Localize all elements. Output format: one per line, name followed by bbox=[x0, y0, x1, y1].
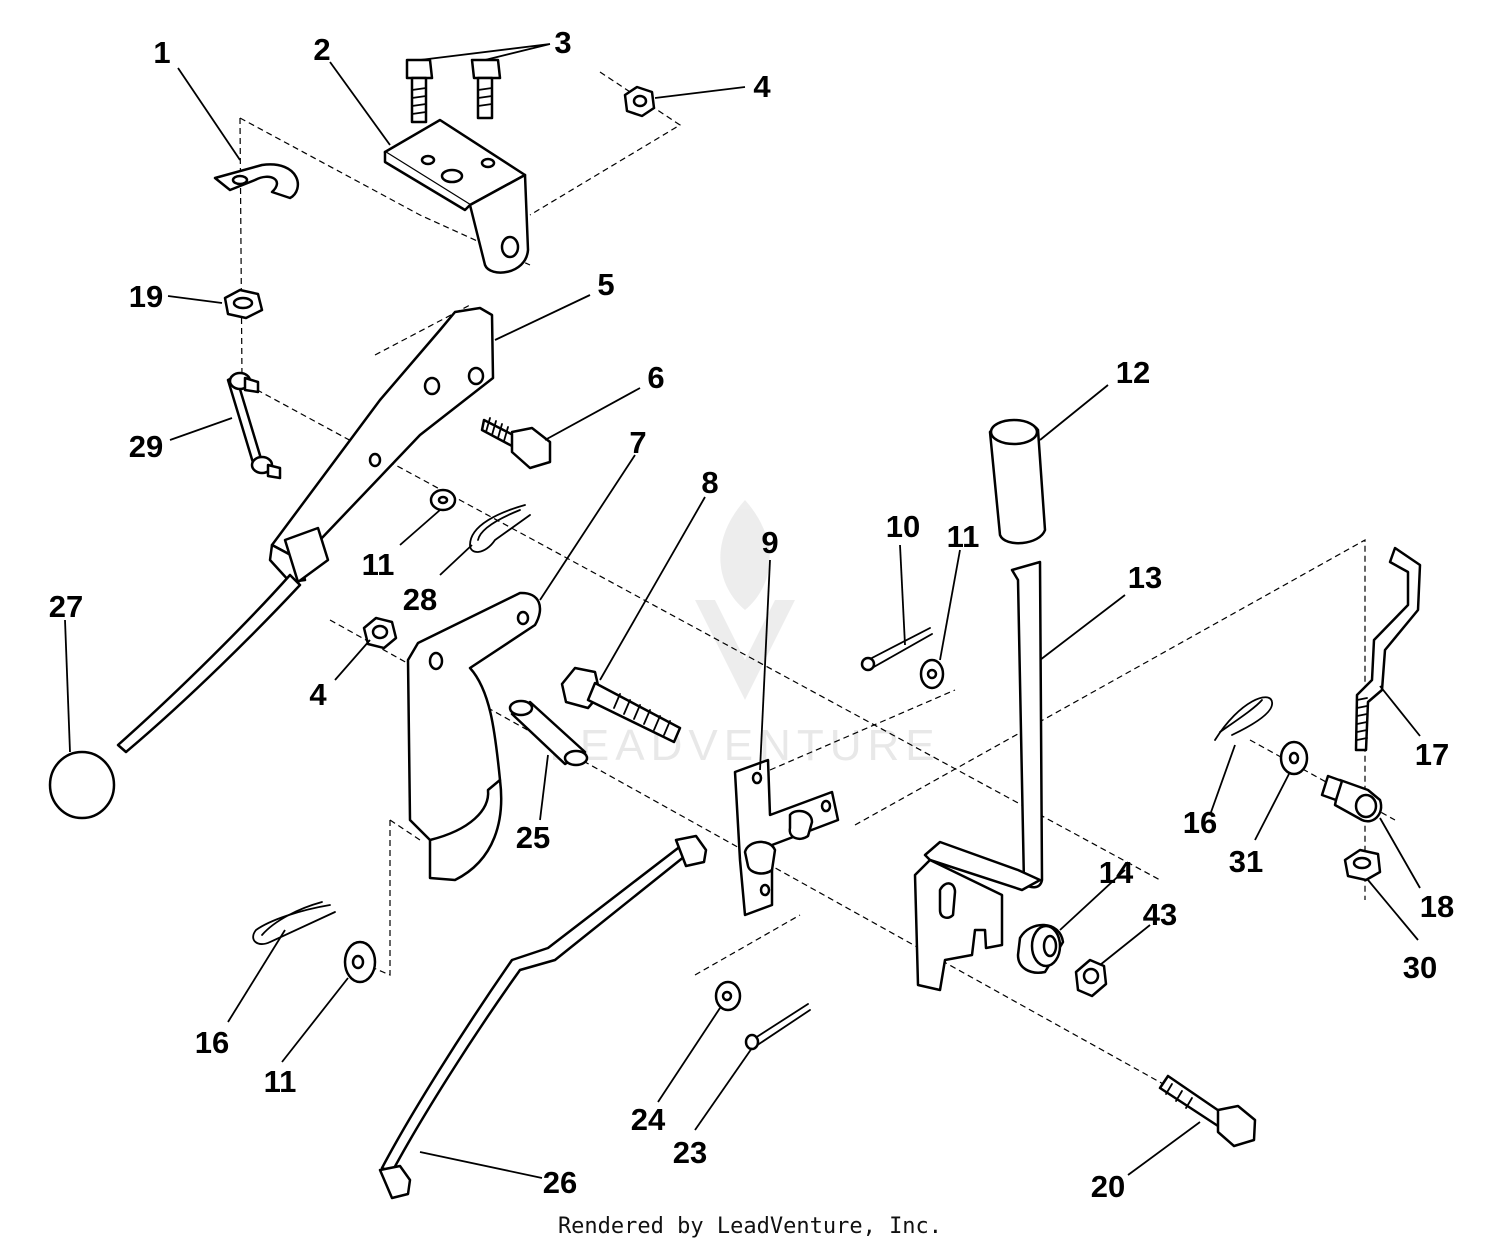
assembly-lines bbox=[239, 71, 1396, 1086]
part-5-lever-arm bbox=[268, 306, 495, 584]
part-11-washer-left bbox=[429, 488, 457, 512]
leader-lines bbox=[64, 43, 1421, 1179]
part-43-nut bbox=[1074, 958, 1108, 998]
callout-13: 13 bbox=[1128, 560, 1162, 595]
part-2-bracket bbox=[383, 118, 530, 274]
part-25-spacer bbox=[508, 699, 589, 767]
callout-20: 20 bbox=[1091, 1169, 1125, 1204]
watermark-text: LEADVENTURE bbox=[549, 721, 940, 770]
callout-numbers: 1 2 3 4 4 5 6 7 8 9 10 11 11 11 12 13 14… bbox=[49, 25, 1454, 1204]
part-23-cotter-pin bbox=[744, 1003, 811, 1051]
callout-16-right: 16 bbox=[1183, 805, 1217, 840]
callout-19: 19 bbox=[129, 279, 163, 314]
callout-8: 8 bbox=[701, 465, 718, 500]
callout-24: 24 bbox=[631, 1102, 666, 1137]
callout-16-left: 16 bbox=[195, 1025, 229, 1060]
callout-28: 28 bbox=[403, 582, 437, 617]
callout-23: 23 bbox=[673, 1135, 707, 1170]
callout-17: 17 bbox=[1415, 737, 1449, 772]
callout-11-left: 11 bbox=[362, 547, 395, 582]
callout-29: 29 bbox=[129, 429, 163, 464]
callout-3: 3 bbox=[554, 25, 571, 60]
callout-5: 5 bbox=[597, 267, 614, 302]
callout-11-right: 11 bbox=[947, 519, 980, 554]
part-27-knob-rod bbox=[48, 573, 302, 820]
part-4-nut-top bbox=[623, 85, 656, 118]
callout-1: 1 bbox=[153, 35, 170, 70]
callout-14: 14 bbox=[1099, 855, 1134, 890]
callout-18: 18 bbox=[1420, 889, 1454, 924]
part-18-swivel bbox=[1320, 774, 1383, 823]
part-24-washer bbox=[714, 980, 742, 1012]
part-29-link bbox=[226, 371, 282, 480]
callout-4-top: 4 bbox=[753, 69, 771, 104]
part-8-long-bolt bbox=[560, 666, 682, 744]
part-16-hairpin-right bbox=[1214, 696, 1273, 741]
part-6-bolt bbox=[480, 417, 552, 470]
part-11-washer-right bbox=[919, 658, 945, 690]
part-10-cotter-pin bbox=[860, 627, 933, 672]
part-1-clip bbox=[213, 163, 299, 200]
callout-12: 12 bbox=[1116, 355, 1150, 390]
part-17-rod bbox=[1354, 546, 1422, 752]
part-13-lever bbox=[913, 560, 1044, 992]
callout-9: 9 bbox=[761, 525, 778, 560]
callout-25: 25 bbox=[516, 820, 550, 855]
part-11-washer-bottom bbox=[343, 940, 377, 984]
part-26-long-rod bbox=[378, 834, 708, 1200]
part-4-nut-mid bbox=[362, 616, 398, 650]
callout-43: 43 bbox=[1143, 897, 1177, 932]
callout-30: 30 bbox=[1403, 950, 1437, 985]
part-16-hairpin-left bbox=[252, 901, 336, 945]
callout-26: 26 bbox=[543, 1165, 577, 1200]
part-12-handle-grip bbox=[988, 418, 1047, 545]
callout-4-mid: 4 bbox=[309, 677, 327, 712]
callout-10: 10 bbox=[886, 509, 920, 544]
callout-27: 27 bbox=[49, 589, 83, 624]
part-14-bushing bbox=[1016, 923, 1065, 974]
callout-11-bottom: 11 bbox=[264, 1064, 297, 1099]
part-7-plate bbox=[406, 591, 542, 882]
part-28-hairpin bbox=[469, 504, 531, 553]
part-3-bolts bbox=[405, 58, 502, 124]
callout-6: 6 bbox=[647, 360, 664, 395]
part-19-nut bbox=[223, 288, 264, 320]
part-31-washer bbox=[1279, 740, 1309, 776]
part-9-pivot-plate bbox=[733, 758, 840, 917]
callout-31: 31 bbox=[1229, 844, 1263, 879]
callout-7: 7 bbox=[629, 425, 646, 460]
part-20-bolt bbox=[1158, 1074, 1257, 1148]
leadventure-watermark: LEADVENTURE bbox=[549, 500, 940, 770]
callout-2: 2 bbox=[313, 32, 330, 67]
credit-text: Rendered by LeadVenture, Inc. bbox=[557, 1214, 943, 1239]
part-30-nut bbox=[1343, 848, 1382, 882]
